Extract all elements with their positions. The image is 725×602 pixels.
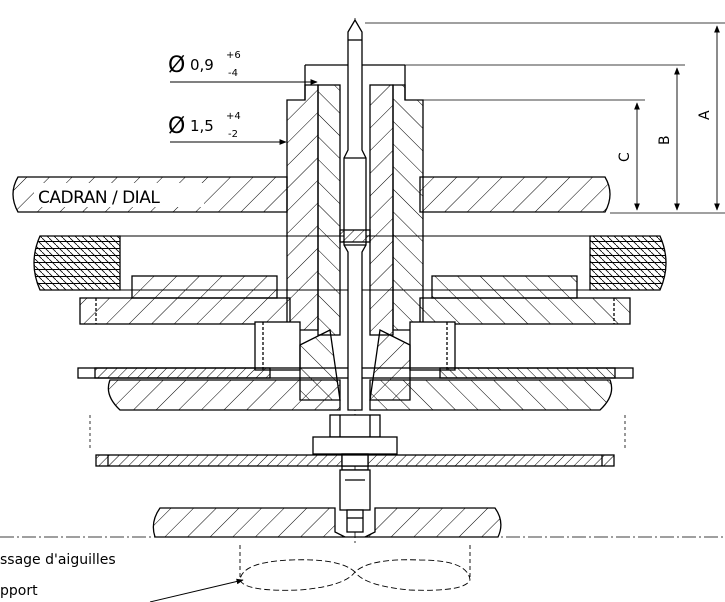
support-block	[152, 507, 502, 538]
spacer-ring-left	[131, 275, 278, 299]
dimension-extension-lines	[365, 22, 725, 214]
dial-label: CADRAN / DIAL	[38, 188, 160, 208]
support-text: pport	[0, 583, 38, 599]
dimension-a-label: A	[697, 110, 713, 120]
large-bore-tol-lower: -2	[228, 129, 238, 140]
lower-pivot	[339, 469, 371, 533]
dial-support-blocks	[33, 235, 667, 291]
cannon-pinion	[317, 84, 394, 336]
small-bore-tol-upper: +6	[226, 50, 241, 61]
arbor-pinion	[312, 414, 398, 471]
small-bore-value: 0,9	[190, 56, 214, 74]
main-plate	[79, 297, 631, 325]
dial-plate	[12, 176, 611, 213]
spacer-ring-right	[431, 275, 578, 299]
small-bore-tol-lower: -4	[228, 68, 238, 79]
large-bore-symbol: Ø	[168, 114, 185, 139]
large-bore-value: 1,5	[190, 117, 214, 135]
hand-setting-text: ssage d'aiguilles	[0, 552, 116, 568]
lower-sleeve	[254, 321, 456, 371]
lower-wheel	[95, 454, 615, 467]
support-outline	[239, 545, 471, 591]
center-arbor	[339, 18, 371, 411]
bottom-bridge	[89, 379, 626, 450]
support-leader-arrow	[149, 578, 244, 602]
large-bore-tol-upper: +4	[226, 111, 241, 122]
small-bore-symbol: Ø	[168, 53, 185, 78]
dimension-c-label: C	[617, 152, 633, 162]
dimension-b-label: B	[657, 135, 673, 145]
